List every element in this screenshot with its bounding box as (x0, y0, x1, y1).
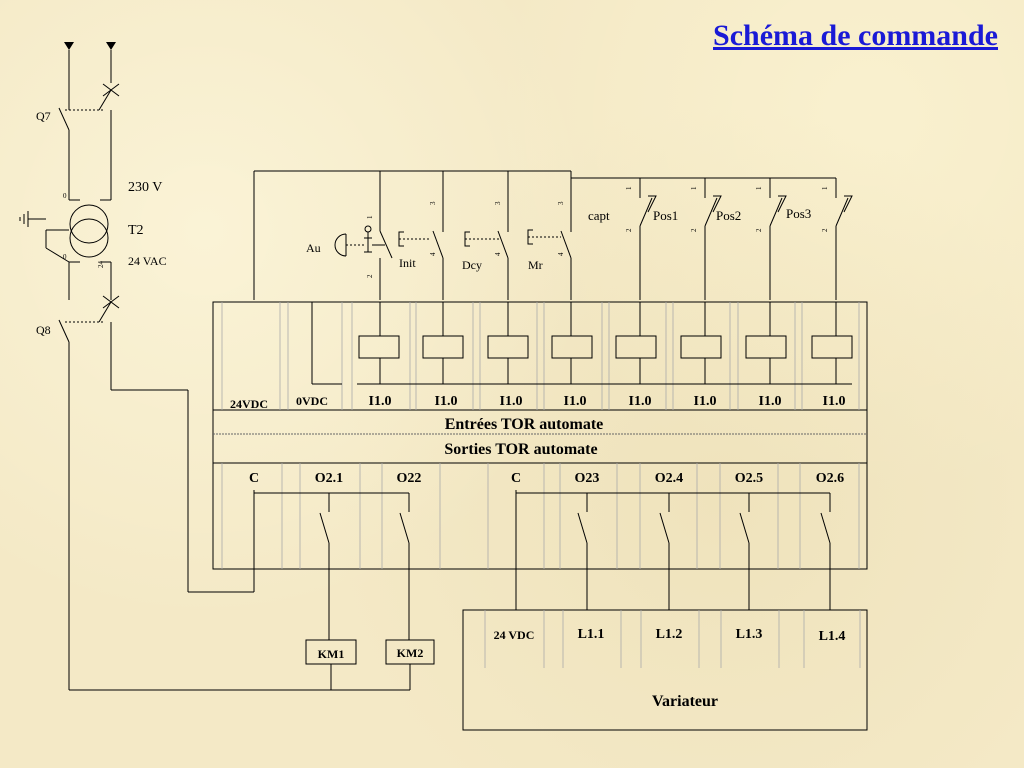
drive-input-l13: L1.3 (736, 627, 763, 642)
variable-drive: 24 VDC L1.1 L1.2 L1.3 L1.4 Variateur (462, 609, 868, 731)
output-label-c2: C (511, 471, 521, 486)
input-label-2: I1.0 (435, 394, 458, 409)
input-label-4: I1.0 (564, 394, 587, 409)
input-bus (253, 170, 837, 300)
init-label: Init (399, 256, 416, 270)
pin-0-lower: 0 (63, 253, 67, 261)
input-coil-2 (422, 335, 464, 359)
pin-24: 24 (97, 261, 105, 269)
drive-input-l11: L1.1 (578, 627, 605, 642)
pushbutton-init: Init 3 4 (398, 201, 444, 300)
drive-input-l14: L1.4 (819, 629, 846, 644)
output-label-o23: O23 (575, 471, 600, 486)
km2-label: KM2 (397, 646, 424, 660)
input-label-3: I1.0 (500, 394, 523, 409)
pos1-pin-1: 1 (690, 186, 698, 190)
sensor-pos1: Pos1 1 2 (653, 186, 722, 300)
contactor-km2: KM2 (385, 639, 435, 690)
ground-icon (19, 211, 46, 227)
mr-label: Mr (528, 258, 543, 272)
output-contacts (253, 490, 831, 640)
breaker-q7: Q7 (36, 50, 120, 200)
output-label-o25: O2.5 (735, 471, 763, 486)
pos1-pin-2: 2 (690, 228, 698, 232)
km1-label: KM1 (318, 647, 345, 661)
transformer-name: T2 (128, 223, 144, 238)
secondary-voltage: 24 VAC (128, 254, 167, 268)
pin-0-upper: 0 (63, 192, 67, 200)
breaker-q8: Q8 (36, 295, 254, 690)
input-coil-1 (358, 335, 400, 359)
sensor-capt: capt 1 2 (588, 186, 657, 300)
plc-column-guides (221, 302, 860, 569)
au-pin-2: 2 (366, 274, 374, 278)
inputs-section-title: Entrées TOR automate (445, 416, 604, 433)
pos3-label: Pos3 (786, 206, 811, 221)
sensor-pos3: Pos3 1 2 (786, 186, 853, 300)
au-label: Au (306, 241, 321, 255)
pushbutton-dcy: Dcy 3 4 (462, 201, 509, 300)
contactor-km1: KM1 (305, 639, 357, 690)
dcy-label: Dcy (462, 258, 482, 272)
pos2-pin-1: 1 (755, 186, 763, 190)
capt-pin-2: 2 (625, 228, 633, 232)
input-label-6: I1.0 (694, 394, 717, 409)
q8-label: Q8 (36, 323, 51, 337)
sensor-pos2: Pos2 1 2 (716, 186, 787, 300)
output-label-o26: O2.6 (816, 471, 844, 486)
pos2-label: Pos2 (716, 208, 741, 223)
input-coil-4 (551, 335, 593, 359)
drive-supply-label: 24 VDC (494, 628, 535, 642)
input-label-5: I1.0 (629, 394, 652, 409)
input-coil-8 (811, 335, 853, 359)
output-label-o21: O2.1 (315, 471, 343, 486)
input-coils (311, 302, 853, 385)
output-label-o22: O22 (397, 471, 422, 486)
input-coil-6 (680, 335, 722, 359)
drive-input-l12: L1.2 (656, 627, 683, 642)
capt-pin-1: 1 (625, 186, 633, 190)
input-label-8: I1.0 (823, 394, 846, 409)
plc-module: 24VDC 0VDC I1.0 I1.0 I1.0 I1.0 I1.0 I1.0… (212, 301, 868, 640)
outputs-section-title: Sorties TOR automate (444, 441, 597, 458)
page-title: Schéma de commande (713, 19, 998, 52)
input-label-1: I1.0 (369, 394, 392, 409)
primary-voltage: 230 V (128, 180, 162, 195)
pos1-label: Pos1 (653, 208, 678, 223)
input-coil-7 (745, 335, 787, 359)
input-coil-5 (615, 335, 657, 359)
supply-arrows (64, 42, 116, 50)
drive-name: Variateur (652, 693, 718, 710)
supply-0vdc-label: 0VDC (296, 394, 328, 408)
output-label-c1: C (249, 471, 259, 486)
transformer-t2: 0 0 24 230 V T2 24 VAC (45, 180, 167, 300)
pushbutton-mr: Mr 3 4 (527, 201, 572, 300)
pos2-pin-2: 2 (755, 228, 763, 232)
emergency-stop-au: Au 1 2 (306, 215, 393, 300)
input-coil-3 (487, 335, 529, 359)
init-pin-4: 4 (429, 252, 437, 256)
capt-label: capt (588, 208, 610, 223)
au-pin-1: 1 (366, 215, 374, 219)
input-label-7: I1.0 (759, 394, 782, 409)
output-label-o24: O2.4 (655, 471, 683, 486)
supply-24vdc-label: 24VDC (230, 397, 268, 411)
pos3-pin-1: 1 (821, 186, 829, 190)
mr-pin-3: 3 (557, 201, 565, 205)
dcy-pin-4: 4 (494, 252, 502, 256)
pos3-pin-2: 2 (821, 228, 829, 232)
dcy-pin-3: 3 (494, 201, 502, 205)
init-pin-3: 3 (429, 201, 437, 205)
q7-label: Q7 (36, 109, 51, 123)
mr-pin-4: 4 (557, 252, 565, 256)
